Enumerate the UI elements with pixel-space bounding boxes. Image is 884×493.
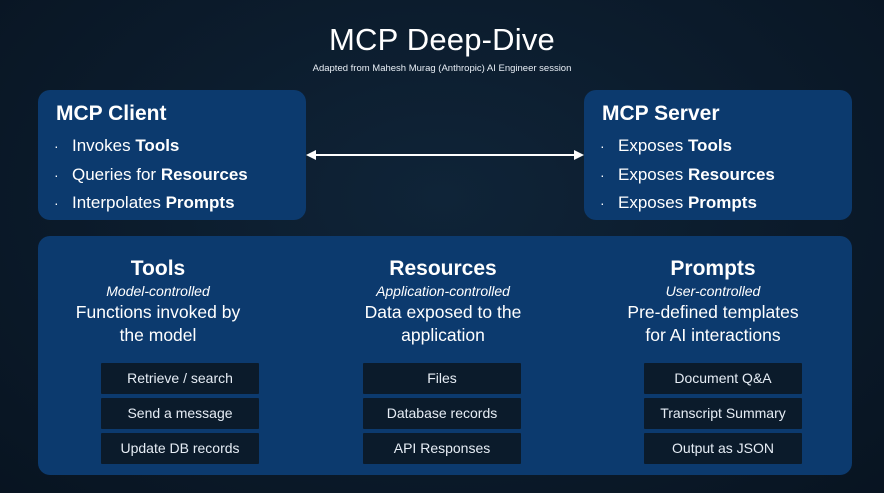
page-subtitle: Adapted from Mahesh Murag (Anthropic) AI… (312, 63, 572, 74)
resources-item: API Responses (363, 433, 521, 464)
bullet-bold-text: Tools (135, 136, 180, 155)
bullet-text: Exposes (618, 193, 688, 212)
primitives-panel: Tools Model-controlled Functions invoked… (38, 236, 852, 475)
tools-item: Send a message (101, 398, 259, 429)
bullet-dot-icon: · (54, 138, 59, 154)
column-control: Model-controlled (106, 283, 210, 299)
column-description-line1: Data exposed to the (364, 302, 522, 322)
bullet-dot-icon: · (54, 166, 59, 183)
bullet-bold-text: Resources (160, 164, 248, 184)
page-title: MCP Deep-Dive (329, 22, 555, 57)
list-item: · Exposes Resources (600, 161, 775, 190)
prompts-item: Output as JSON (644, 433, 802, 464)
column-description-line1: Functions invoked by (75, 302, 241, 322)
column-title: Tools (130, 257, 186, 280)
mcp-client-title: MCP Client (56, 102, 167, 125)
bullet-text: Queries for (72, 164, 161, 184)
mcp-server-box: MCP Server · Exposes Tools · Exposes Resou… (584, 90, 852, 220)
column-description-line1: Pre-defined templates (627, 302, 799, 322)
bullet-bold-text: Prompts (165, 193, 235, 212)
list-item: · Exposes Tools (600, 132, 775, 161)
bullet-bold-text: Tools (687, 136, 733, 155)
bullet-dot-icon: · (600, 166, 605, 183)
prompts-column: Prompts User-controlled Pre-defined temp… (583, 236, 843, 347)
bullet-bold-text: Prompts (687, 193, 757, 212)
prompts-item: Document Q&A (644, 363, 802, 394)
list-item: · Queries for Resources (54, 161, 248, 190)
mcp-server-title: MCP Server (602, 102, 720, 125)
tools-column: Tools Model-controlled Functions invoked… (28, 236, 288, 347)
list-item: · Invokes Tools (54, 132, 248, 161)
mcp-server-list: · Exposes Tools · Exposes Resources · Expos… (600, 132, 775, 218)
list-item: · Exposes Prompts (600, 189, 775, 218)
tools-item: Retrieve / search (101, 363, 259, 394)
column-control: User-controlled (665, 283, 761, 299)
column-title: Prompts (670, 257, 756, 280)
tools-item: Update DB records (101, 433, 259, 464)
column-description-line2: application (401, 325, 485, 345)
bullet-bold-text: Resources (687, 164, 775, 184)
bullet-text: Invokes (72, 136, 136, 155)
prompts-item: Transcript Summary (644, 398, 802, 429)
mcp-client-box: MCP Client · Invokes Tools · Queries for R… (38, 90, 306, 220)
bullet-dot-icon: · (600, 138, 605, 154)
bullet-text: Interpolates (72, 193, 166, 212)
column-description-line2: for AI interactions (645, 325, 781, 345)
mcp-client-list: · Invokes Tools · Queries for Resources · I… (54, 132, 248, 218)
resources-item: Database records (363, 398, 521, 429)
list-item: · Interpolates Prompts (54, 189, 248, 218)
bullet-text: Exposes (618, 136, 688, 155)
double-arrow-icon (306, 150, 584, 160)
column-title: Resources (389, 257, 497, 280)
bullet-dot-icon: · (600, 195, 605, 211)
bullet-dot-icon: · (54, 195, 59, 211)
resources-item: Files (363, 363, 521, 394)
column-description-line2: the model (119, 325, 197, 345)
column-control: Application-controlled (376, 283, 510, 299)
resources-column: Resources Application-controlled Data ex… (313, 236, 573, 347)
bullet-text: Exposes (618, 164, 688, 184)
